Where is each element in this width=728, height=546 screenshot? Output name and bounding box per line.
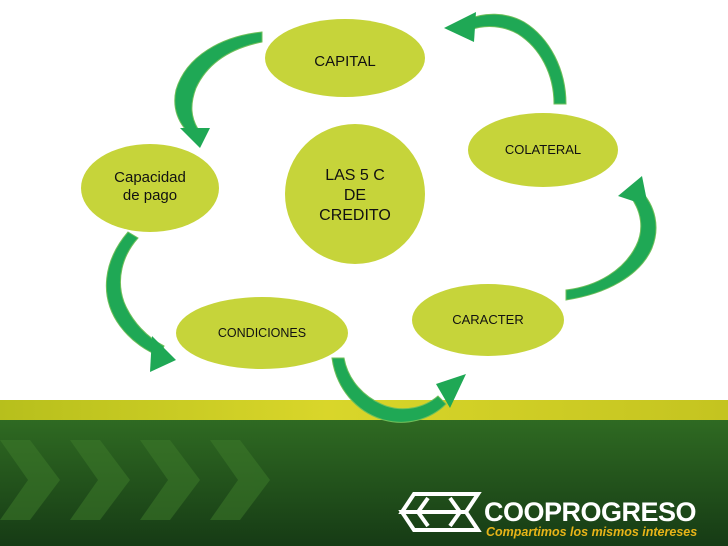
- node-shape: [81, 144, 219, 232]
- node-label: CARACTER: [452, 312, 524, 327]
- arrow-icon: [436, 374, 466, 408]
- node-label-line-2: de pago: [123, 187, 177, 204]
- node-shape: [176, 297, 348, 369]
- node-shape: [265, 19, 425, 97]
- footer-watermark-icon: [0, 440, 270, 520]
- arrow-icon: [444, 12, 476, 42]
- brand-name: COOPROGRESO: [484, 497, 696, 527]
- node-capacidad: Capacidad de pago: [81, 144, 219, 232]
- center-line-1: LAS 5 C: [325, 167, 385, 184]
- node-colateral: COLATERAL: [468, 113, 618, 187]
- node-shape: [468, 113, 618, 187]
- center-line-2: DE: [344, 187, 366, 204]
- node-label: CONDICIONES: [218, 326, 306, 340]
- node-center: LAS 5 C DE CREDITO: [285, 124, 425, 264]
- arrow-icon: [180, 128, 210, 148]
- arrow-icon: [618, 176, 648, 206]
- arrow-icon: [150, 336, 176, 372]
- arrow-icon: [465, 13, 567, 105]
- cycle-arrows: [105, 12, 657, 423]
- footer-band: COOPROGRESO Compartimos los mismos inter…: [0, 400, 728, 546]
- node-capital: CAPITAL: [265, 19, 425, 97]
- node-condiciones: CONDICIONES: [176, 297, 348, 369]
- node-caracter: CARACTER: [412, 284, 564, 356]
- node-label-line-1: Capacidad: [114, 169, 186, 186]
- cooprogreso-logo-icon: [398, 492, 482, 532]
- arrow-icon: [331, 357, 447, 423]
- node-label: CAPITAL: [314, 53, 375, 70]
- node-shape: [412, 284, 564, 356]
- arrow-icon: [105, 231, 165, 357]
- arrow-icon: [565, 189, 657, 301]
- center-line-3: CREDITO: [319, 207, 391, 224]
- brand-slogan: Compartimos los mismos intereses: [486, 525, 697, 539]
- node-label: COLATERAL: [505, 142, 581, 157]
- arrow-icon: [174, 31, 263, 137]
- node-shape: [285, 124, 425, 264]
